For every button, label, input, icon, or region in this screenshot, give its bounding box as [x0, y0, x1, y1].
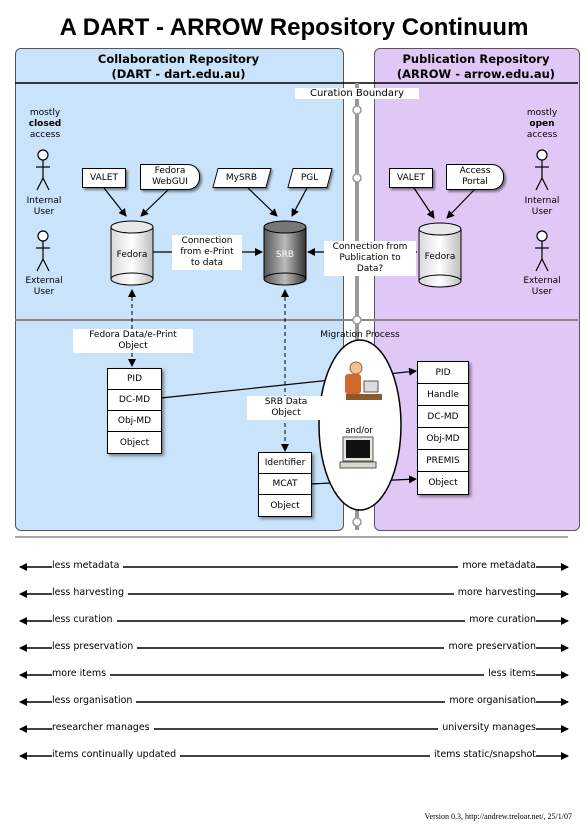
eprint-to-data-label: Connection from e-Print to data [172, 235, 242, 270]
stack-cell: Obj-MD [108, 411, 161, 432]
access-right-line1: mostly [526, 108, 558, 118]
continuum-row: researcher manages university manages [18, 721, 570, 737]
access-left-line1: mostly [29, 108, 61, 118]
access-left-line3: access [29, 130, 61, 140]
stack-cell: DC-MD [108, 390, 161, 411]
continuum-right-label: university manages [438, 722, 536, 733]
external-user-left-label: External User [25, 276, 63, 297]
srb-object-stack: Identifier MCAT Object [258, 452, 312, 517]
continuum-right-label: more curation [465, 614, 536, 625]
continuum-left-label: less curation [52, 614, 117, 625]
computer-icon [339, 436, 377, 469]
stack-cell: PID [108, 369, 161, 390]
stack-cell: Handle [418, 384, 468, 406]
fedora-webgui-node: Fedora WebGUI [140, 164, 200, 190]
srb-object-label: SRB Data Object [247, 396, 325, 420]
internal-user-left-label: Internal User [26, 196, 62, 217]
access-right-line3: access [526, 130, 558, 140]
continuum-left-label: more items [52, 668, 111, 679]
pub-title: Publication Repository (ARROW - arrow.ed… [374, 52, 578, 82]
pgl-node: PGL [287, 168, 333, 188]
access-left: mostly closed access [18, 108, 72, 141]
stack-cell: Identifier [259, 453, 311, 474]
stack-cell: DC-MD [418, 406, 468, 428]
continuum-left-label: less organisation [52, 695, 137, 706]
access-left-line2: closed [28, 119, 62, 129]
stack-cell: Object [270, 500, 300, 511]
internal-user-right-label: Internal User [524, 196, 560, 217]
continuum-right-label: more metadata [458, 560, 536, 571]
continuum-row: less curation more curation [18, 613, 570, 629]
publication-object-stack: PID Handle DC-MD Obj-MD PREMIS Object [417, 361, 469, 495]
srb-cylinder-icon [263, 220, 307, 286]
continuum-row: less organisation more organisation [18, 694, 570, 710]
and-or-label: and/or [345, 426, 373, 436]
fedora-right-cylinder-icon [418, 222, 462, 288]
stack-cell: PID [418, 362, 468, 384]
pgl-label: PGL [301, 172, 319, 183]
valet-right-node: VALET [389, 168, 433, 188]
publication-panel [374, 48, 580, 531]
person-at-desk-icon [345, 361, 382, 400]
collab-title: Collaboration Repository (DART - dart.ed… [15, 52, 342, 82]
fedora-object-label: Fedora Data/e-Print Object [73, 329, 193, 353]
pub-title-line1: Publication Repository [402, 52, 550, 66]
valet-left-node: VALET [82, 168, 126, 188]
continuum-row: less preservation more preservation [18, 640, 570, 656]
continuum-right-label: more preservation [444, 641, 536, 652]
fedora-left-label: Fedora [116, 250, 148, 260]
stack-cell: Obj-MD [418, 428, 468, 450]
fedora-right-label: Fedora [424, 252, 456, 262]
access-right: mostly open access [515, 108, 569, 141]
stack-cell: MCAT [259, 474, 311, 495]
fedora-left-cylinder-icon [110, 220, 154, 286]
page-title: A DART - ARROW Repository Continuum [59, 14, 529, 41]
fedora-object-stack: PID DC-MD Obj-MD Object [107, 368, 162, 454]
external-user-right-label: External User [523, 276, 561, 297]
continuum-row: less metadata more metadata [18, 559, 570, 575]
stack-cell: PREMIS [418, 450, 468, 472]
continuum-right-label: more harvesting [453, 587, 536, 598]
continuum-left-label: items continually updated [52, 749, 181, 760]
continuum-right-label: less items [484, 668, 536, 679]
continuum-left-label: researcher manages [52, 722, 154, 733]
collaboration-panel [15, 48, 344, 531]
continuum-right-label: more organisation [445, 695, 536, 706]
collab-title-line1: Collaboration Repository [97, 52, 260, 66]
curation-boundary-label: Curation Boundary [295, 88, 419, 99]
access-portal-node: Access Portal [446, 164, 504, 190]
continuum-left-label: less preservation [52, 641, 138, 652]
migration-process-label: Migration Process [320, 330, 400, 340]
version-footer: Version 0.3, http://andrew.treloar.net/,… [424, 812, 572, 821]
mysrb-label: MySRB [226, 172, 258, 183]
pub-to-data-label: Connection from Publication to Data? [324, 241, 416, 276]
mysrb-node: MySRB [212, 168, 272, 188]
user-figure-icon [36, 149, 549, 272]
continuum-row: items continually updated items static/s… [18, 748, 570, 764]
pub-title-line2: (ARROW - arrow.edu.au) [396, 67, 556, 81]
srb-label: SRB [275, 250, 295, 260]
access-right-line2: open [529, 119, 555, 129]
stack-cell: Object [428, 478, 458, 488]
continuum-row: more items less items [18, 667, 570, 683]
collab-title-line2: (DART - dart.edu.au) [111, 67, 246, 81]
continuum-left-label: less harvesting [52, 587, 128, 598]
continuum-right-label: items static/snapshot [429, 749, 536, 760]
continuum-left-label: less metadata [52, 560, 124, 571]
continuum-row: less harvesting more harvesting [18, 586, 570, 602]
stack-cell: Object [119, 437, 150, 448]
